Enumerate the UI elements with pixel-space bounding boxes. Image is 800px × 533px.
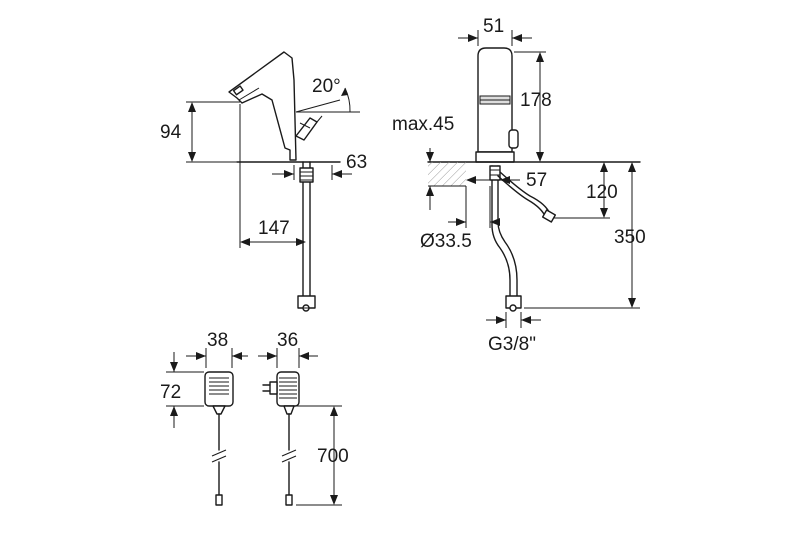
deck-hatch [428, 162, 466, 186]
side-offset-label: 57 [526, 170, 547, 191]
sensor-window-icon [232, 85, 244, 96]
supply-pipe [491, 165, 511, 301]
total-height-label: 350 [614, 227, 646, 248]
front-height-label: 178 [520, 90, 552, 111]
adapter-side-width-label: 36 [277, 330, 298, 351]
faucet-side-body [228, 51, 297, 161]
adapter-front-icon [204, 371, 234, 407]
plug-prongs-icon [269, 381, 278, 395]
connection-label: G3/8" [488, 334, 536, 355]
max-deck-label: max.45 [392, 114, 454, 135]
power-supply-views: 38 36 72 700 [160, 330, 349, 506]
adapter-side-icon [276, 371, 300, 407]
base-width-label: 63 [346, 152, 367, 173]
lever-side-icon [295, 117, 318, 141]
control-cable [499, 171, 551, 215]
side-view: 20° 94 63 147 [160, 51, 367, 312]
reach-label: 147 [258, 218, 290, 239]
hole-diameter-label: Ø33.5 [420, 231, 472, 252]
front-view: 51 178 max.45 57 Ø33.5 120 [392, 16, 646, 355]
angle-label: 20° [312, 76, 341, 97]
hose-height-label: 120 [586, 182, 618, 203]
cable-length-label: 700 [317, 446, 349, 467]
adapter-front-width-label: 38 [207, 330, 228, 351]
front-width-label: 51 [483, 16, 504, 37]
lever-front-icon [508, 129, 519, 149]
adapter-height-label: 72 [160, 382, 181, 403]
side-height-label: 94 [160, 122, 182, 143]
